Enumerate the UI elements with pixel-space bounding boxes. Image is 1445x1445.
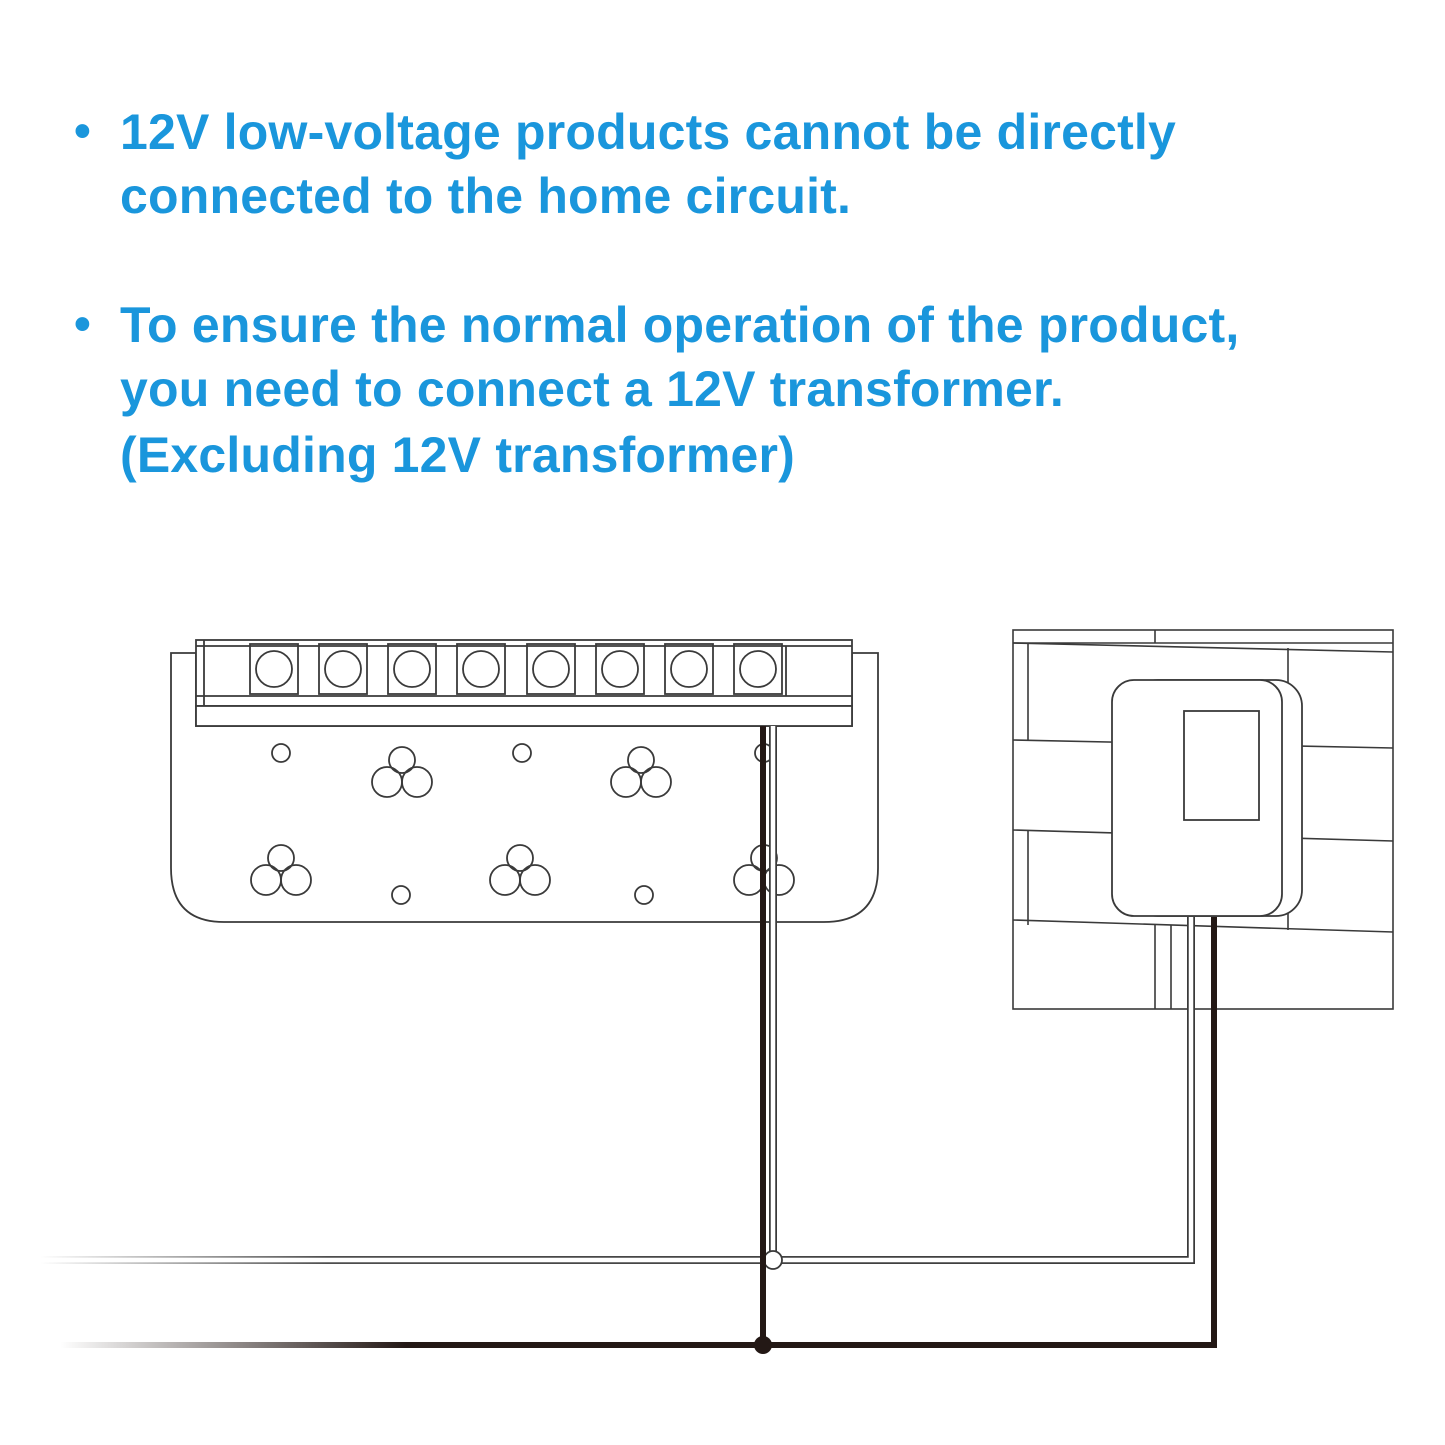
wire-junction-icon bbox=[763, 1250, 783, 1270]
screw-hole-icon bbox=[512, 743, 532, 763]
screw-hole-icon bbox=[271, 743, 291, 763]
lamp-icon bbox=[733, 643, 783, 695]
note-line: you need to connect a 12V transformer. bbox=[120, 361, 1064, 417]
lamp-icon bbox=[664, 643, 714, 695]
note-line: 12V low-voltage products cannot be direc… bbox=[120, 104, 1177, 160]
note-line: To ensure the normal operation of the pr… bbox=[120, 297, 1240, 353]
mounting-slot-icon bbox=[371, 746, 433, 798]
mounting-slot-icon bbox=[250, 844, 312, 896]
white-wire bbox=[40, 726, 1195, 1270]
wire-junction-icon bbox=[754, 1336, 772, 1354]
mounting-plate bbox=[170, 652, 879, 923]
bullet-dot-icon: • bbox=[74, 105, 91, 158]
transformer-box-icon bbox=[1111, 679, 1303, 917]
bullet-dot-icon: • bbox=[74, 298, 91, 351]
mounting-slot-icon bbox=[489, 844, 551, 896]
lamp-icon bbox=[456, 643, 506, 695]
light-bar-icon bbox=[170, 639, 879, 923]
screw-hole-icon bbox=[634, 885, 654, 905]
notes-section: • 12V low-voltage products cannot be dir… bbox=[0, 0, 1445, 560]
lamp-icon bbox=[595, 643, 645, 695]
lamp-icon bbox=[249, 643, 299, 695]
note-line: (Excluding 12V transformer) bbox=[120, 427, 796, 483]
mounting-slot-icon bbox=[610, 746, 672, 798]
lamp-icon bbox=[318, 643, 368, 695]
black-wire bbox=[60, 726, 1217, 1354]
lamp-icon bbox=[526, 643, 576, 695]
lamp-icon bbox=[387, 643, 437, 695]
screw-hole-icon bbox=[391, 885, 411, 905]
note-line: connected to the home circuit. bbox=[120, 168, 852, 224]
